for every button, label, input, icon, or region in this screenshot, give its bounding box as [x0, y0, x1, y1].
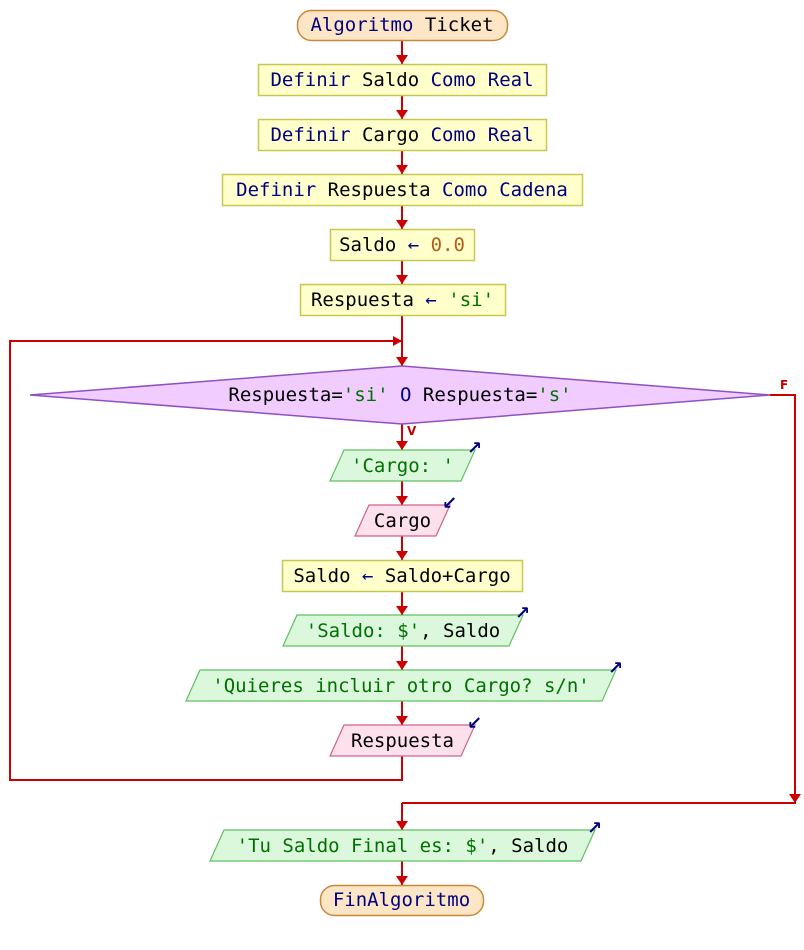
input-label: Cargo [355, 505, 450, 536]
code-token: FinAlgoritmo [332, 889, 471, 911]
arrowhead-icon [396, 110, 408, 119]
arrowhead-icon [789, 794, 801, 803]
process-node [257, 63, 548, 97]
decision-node [29, 365, 771, 425]
code-token: Respuesta [351, 729, 454, 752]
code-token: Algoritmo [310, 14, 425, 36]
process-node [221, 173, 584, 207]
code-token: 's' [537, 384, 572, 406]
code-token: ← [361, 564, 385, 587]
code-token: Saldo+Cargo [384, 564, 511, 587]
code-token: Definir [236, 178, 328, 201]
output-node [282, 614, 524, 647]
code-token: , Saldo [420, 619, 501, 642]
process-node [329, 228, 476, 262]
true-branch-label: V [407, 424, 417, 438]
code-token: Respuesta [327, 178, 443, 201]
output-arrow-icon: ↗ [587, 818, 603, 839]
process-label: Respuesta ← 'si' [300, 284, 505, 315]
arrowhead-icon [396, 357, 408, 366]
code-token: Definir [270, 68, 362, 91]
code-token: O [388, 384, 423, 406]
code-token: , Saldo [488, 834, 569, 857]
code-token: 'Tu Saldo Final es: $' [236, 834, 489, 857]
code-token: 'si' [342, 384, 389, 406]
code-token: Como Cadena [442, 178, 568, 201]
code-token: Respuesta [310, 288, 426, 311]
arrowhead-icon [396, 496, 408, 505]
process-label: Saldo ← Saldo+Cargo [282, 560, 522, 591]
output-label: 'Quieres incluir otro Cargo? s/n' [186, 670, 616, 701]
output-node [185, 669, 617, 702]
input-node [354, 504, 451, 537]
code-token: Como Real [430, 68, 534, 91]
output-label: 'Saldo: $', Saldo [283, 615, 523, 646]
code-token: 'Cargo: ' [351, 454, 454, 477]
arrowhead-icon [396, 275, 408, 284]
process-node [281, 559, 524, 593]
output-arrow-icon: ↗ [515, 603, 531, 624]
code-token: 'si' [448, 288, 495, 311]
output-label: 'Cargo: ' [330, 450, 475, 481]
output-arrow-icon: ↗ [467, 438, 483, 459]
arrowhead-icon [396, 441, 408, 450]
input-label: Respuesta [330, 725, 475, 756]
code-token: 0.0 [430, 233, 465, 256]
arrowhead-icon [396, 821, 408, 830]
code-token: Cargo [361, 123, 431, 146]
code-token: Cargo [373, 509, 432, 532]
output-node [329, 449, 476, 482]
decision-label: Respuesta='si' O Respuesta='s' [30, 366, 770, 424]
arrowhead-icon [396, 55, 408, 64]
arrowhead-icon [396, 716, 408, 725]
arrowhead-icon [393, 336, 402, 346]
arrowhead-icon [396, 661, 408, 670]
terminal-label: Algoritmo Ticket [297, 10, 507, 40]
input-node [329, 724, 476, 757]
code-token: ← [407, 233, 431, 256]
input-arrow-icon: ↙ [467, 713, 483, 734]
code-token: Saldo [339, 233, 408, 256]
loop-back-line [9, 340, 403, 781]
process-label: Definir Saldo Como Real [258, 64, 546, 95]
code-token: Respuesta= [422, 384, 538, 406]
arrowhead-icon [396, 876, 408, 885]
process-label: Saldo ← 0.0 [330, 229, 474, 260]
code-token: Saldo [293, 564, 362, 587]
code-token: Respuesta= [228, 384, 343, 406]
code-token: Saldo [361, 68, 431, 91]
arrowhead-icon [396, 220, 408, 229]
output-label: 'Tu Saldo Final es: $', Saldo [210, 830, 595, 861]
arrowhead-icon [396, 551, 408, 560]
arrowhead-icon [396, 606, 408, 615]
process-label: Definir Respuesta Como Cadena [222, 174, 582, 205]
process-node [257, 118, 548, 152]
false-branch-line [402, 394, 796, 804]
terminal-node [296, 9, 509, 42]
process-node [299, 283, 507, 317]
output-node [209, 829, 596, 862]
terminal-node [319, 884, 485, 917]
code-token: Ticket [424, 14, 494, 36]
terminal-label: FinAlgoritmo [320, 885, 483, 915]
input-arrow-icon: ↙ [442, 493, 458, 514]
code-token: 'Quieres incluir otro Cargo? s/n' [212, 674, 590, 697]
code-token: ← [425, 288, 449, 311]
code-token: 'Saldo: $' [305, 619, 421, 642]
false-branch-label: F [780, 378, 789, 392]
output-arrow-icon: ↗ [608, 658, 624, 679]
code-token: Como Real [430, 123, 534, 146]
code-token: Definir [270, 123, 362, 146]
arrowhead-icon [396, 165, 408, 174]
process-label: Definir Cargo Como Real [258, 119, 546, 150]
